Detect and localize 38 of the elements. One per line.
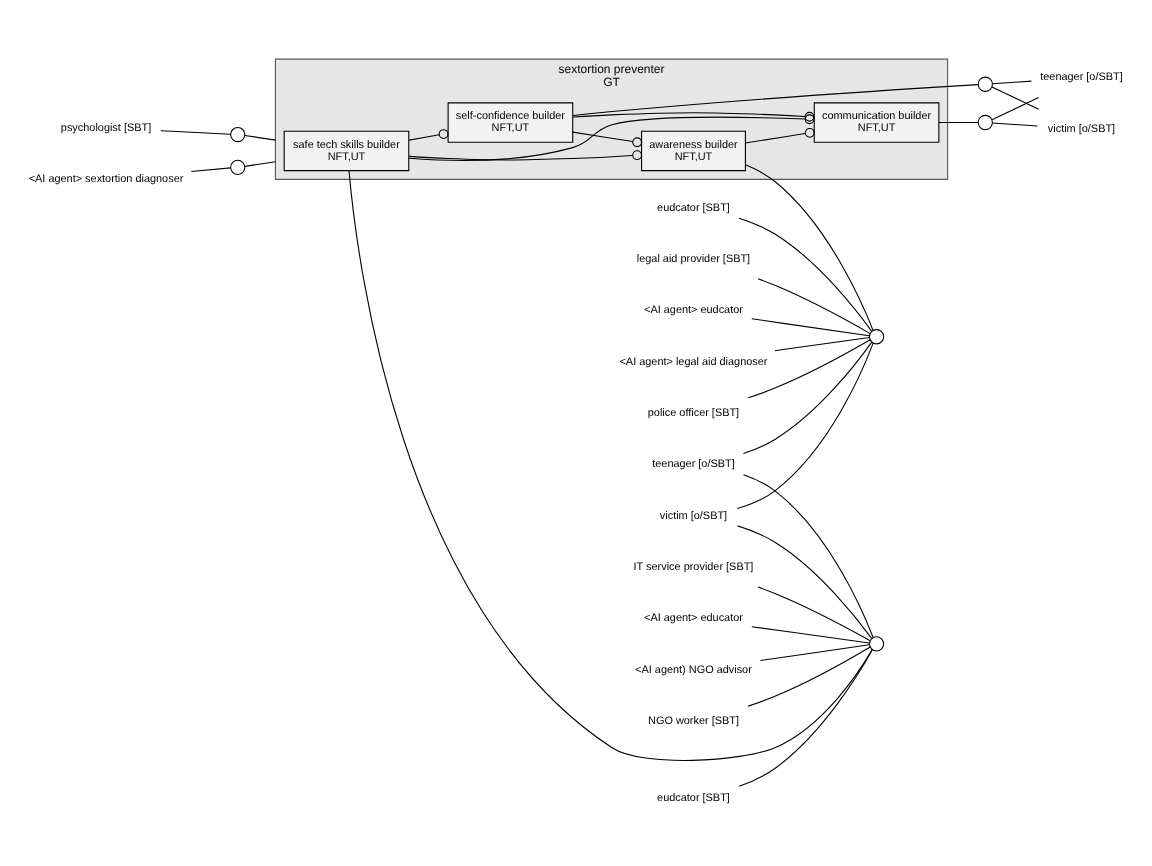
connector xyxy=(190,166,232,172)
connector xyxy=(244,160,276,166)
connector xyxy=(738,216,873,331)
connector xyxy=(738,648,873,786)
connector xyxy=(751,625,870,643)
connector xyxy=(991,96,1040,120)
connector xyxy=(572,83,979,116)
node-circle xyxy=(977,75,993,91)
connector xyxy=(742,473,874,638)
connector xyxy=(348,169,873,760)
connector xyxy=(747,338,871,398)
connector xyxy=(742,340,873,454)
connector xyxy=(757,585,871,641)
connector xyxy=(747,645,871,706)
connector xyxy=(774,336,871,351)
connector xyxy=(408,113,815,160)
node-circle xyxy=(230,125,246,142)
connector xyxy=(244,133,276,140)
connector xyxy=(408,149,643,160)
connector xyxy=(751,317,870,336)
connector xyxy=(938,120,979,123)
connector xyxy=(572,110,815,121)
connector xyxy=(757,277,871,334)
connector xyxy=(745,163,874,330)
connector xyxy=(759,643,870,661)
connector xyxy=(744,126,815,143)
connector xyxy=(737,524,873,638)
node-circle xyxy=(868,328,885,344)
node-circle xyxy=(977,113,993,130)
node-circle xyxy=(230,158,246,174)
connector xyxy=(736,341,874,508)
connector xyxy=(160,129,232,134)
node-circle xyxy=(868,635,885,651)
connector xyxy=(408,128,449,140)
connector xyxy=(572,130,643,147)
connector xyxy=(992,79,1032,84)
connector xyxy=(991,85,1040,109)
connector xyxy=(992,121,1038,126)
